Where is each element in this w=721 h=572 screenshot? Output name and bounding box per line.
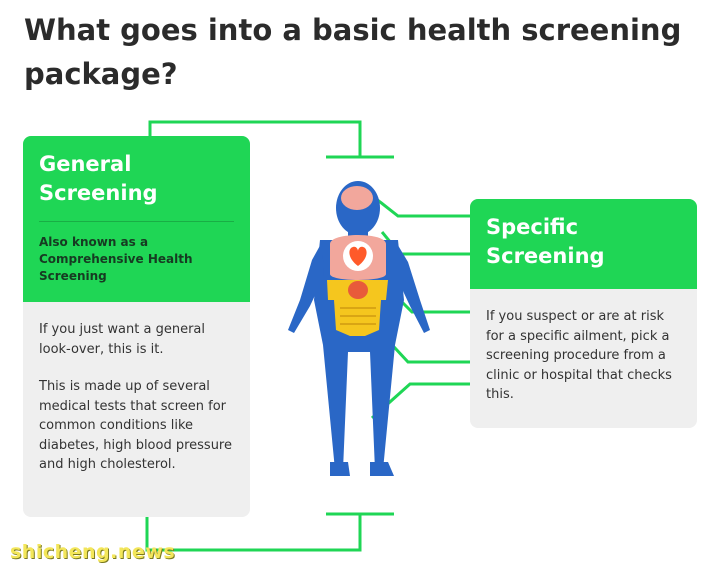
general-screening-heading: General Screening	[39, 152, 158, 205]
right-arm-shape	[396, 242, 430, 333]
specific-paragraph: If you suspect or are at risk for a spec…	[486, 309, 672, 402]
intestines-shape	[334, 300, 381, 336]
stomach-shape	[348, 281, 368, 299]
general-screening-card: General Screening Also known as a Compre…	[23, 136, 250, 517]
intestine-coils	[340, 307, 376, 325]
specific-screening-header: Specific Screening	[470, 199, 697, 289]
brain-shape	[341, 186, 373, 210]
general-paragraph-1: If you just want a general look-over, th…	[39, 322, 205, 357]
left-arm-shape	[288, 242, 324, 333]
specific-screening-body: If you suspect or are at risk for a spec…	[470, 289, 697, 428]
general-screening-subheading: Also known as a Comprehensive Health Scr…	[39, 235, 193, 283]
watermark-logo: shicheng.news	[10, 541, 176, 563]
heart-icon	[349, 246, 367, 266]
specific-screening-heading: Specific Screening	[486, 215, 605, 268]
right-foot-shape	[370, 462, 394, 476]
connector-head	[374, 196, 470, 218]
general-screening-body: If you just want a general look-over, th…	[23, 302, 250, 511]
general-screening-header: General Screening Also known as a Compre…	[23, 136, 250, 302]
left-foot-shape	[330, 462, 350, 476]
bottom-bracket-line	[145, 514, 362, 552]
specific-screening-card: Specific Screening If you suspect or are…	[470, 199, 697, 428]
general-paragraph-2: This is made up of several medical tests…	[39, 379, 232, 472]
header-divider	[39, 221, 234, 222]
top-bracket-line	[148, 120, 362, 157]
page-title: What goes into a basic health screening …	[24, 13, 682, 91]
connector-lines	[145, 120, 470, 552]
